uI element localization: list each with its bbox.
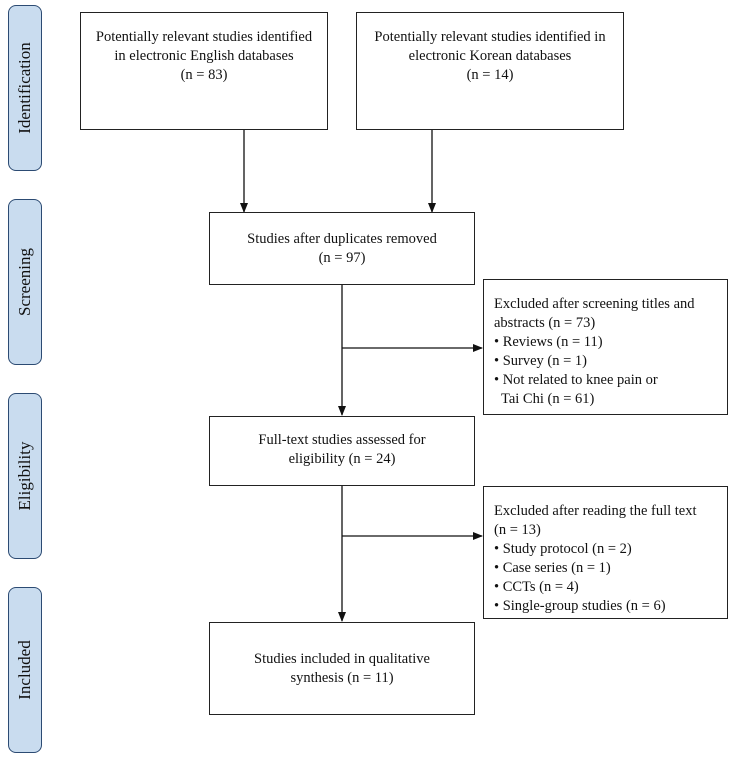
english-db-count: (n = 83) [180,67,228,83]
phase-identification-label: Identification [15,42,34,134]
duplicates-count: (n = 97) [318,250,366,266]
excluded-full-text-item: CCTs (n = 4) [494,578,717,597]
english-db-line-1: Potentially relevant studies identified [95,29,313,45]
excluded-screening-item: Survey (n = 1) [494,352,717,371]
phase-included: Included [8,587,42,753]
excluded-full-text-heading-1: Excluded after reading the full text [494,503,697,519]
phase-eligibility: Eligibility [8,393,42,559]
excluded-screening-heading-1: Excluded after screening titles and [494,296,695,312]
included-line-1: Studies included in qualitative [254,651,430,667]
excluded-full-text-item: Study protocol (n = 2) [494,540,717,559]
full-text-line-2: eligibility (n = 24) [288,451,396,467]
duplicates-line-1: Studies after duplicates removed [247,231,437,247]
box-excluded-screening: Excluded after screening titles and abst… [483,279,728,415]
phase-screening-label: Screening [15,248,34,316]
excluded-screening-item-continuation: Tai Chi (n = 61) [501,391,595,407]
english-db-line-2: in electronic English databases [114,48,294,64]
korean-db-line-1: Potentially relevant studies identified … [374,29,606,45]
phase-included-label: Included [15,640,34,700]
excluded-screening-item: Reviews (n = 11) [494,333,717,352]
korean-db-count: (n = 14) [466,67,514,83]
full-text-line-1: Full-text studies assessed for [258,432,426,448]
excluded-screening-item: Not related to knee pain or [494,371,717,390]
box-duplicates-removed: Studies after duplicates removed (n = 97… [209,212,475,285]
phase-identification: Identification [8,5,42,171]
included-line-2: synthesis (n = 11) [290,670,394,686]
excluded-full-text-heading-2: (n = 13) [494,522,541,538]
box-included-synthesis: Studies included in qualitative synthesi… [209,622,475,715]
box-korean-databases: Potentially relevant studies identified … [356,12,624,130]
excluded-full-text-item: Case series (n = 1) [494,559,717,578]
excluded-screening-heading-2: abstracts (n = 73) [494,315,596,331]
phase-screening: Screening [8,199,42,365]
box-english-databases: Potentially relevant studies identified … [80,12,328,130]
box-full-text-assessed: Full-text studies assessed for eligibili… [209,416,475,486]
excluded-full-text-item: Single-group studies (n = 6) [494,597,717,616]
phase-eligibility-label: Eligibility [15,441,34,511]
korean-db-line-2: electronic Korean databases [408,48,572,64]
box-excluded-full-text: Excluded after reading the full text (n … [483,486,728,619]
